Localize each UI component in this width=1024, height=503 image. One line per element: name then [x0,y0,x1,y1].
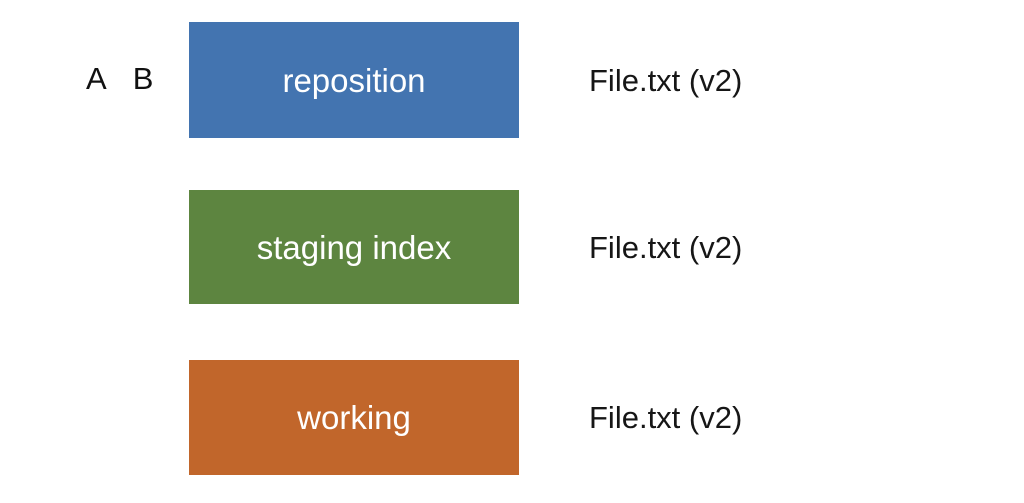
working-row: working File.txt (v2) [189,360,742,475]
staging-index-box-label: staging index [256,228,452,266]
label-b: B [132,61,154,96]
staging-index-file-label: File.txt (v2) [589,229,743,265]
repository-row: reposition File.txt (v2) [189,22,742,138]
repository-box: reposition [189,22,519,138]
branch-labels: A B [86,63,153,94]
staging-index-box: staging index [189,190,519,304]
working-box: working [189,360,519,475]
repository-file-label: File.txt (v2) [589,62,743,98]
label-a: A [86,61,107,96]
repository-box-label: reposition [282,61,426,99]
working-file-label: File.txt (v2) [589,400,743,435]
working-box-label: working [297,399,411,436]
staging-index-row: staging index File.txt (v2) [189,190,742,304]
